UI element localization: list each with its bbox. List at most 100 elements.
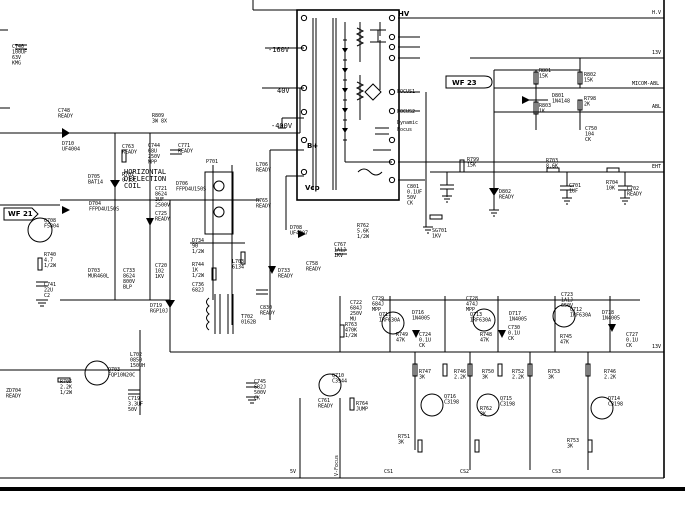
q703-symbol [84,360,110,386]
q715-symbol [476,393,500,417]
q711-symbol [381,311,405,335]
rail-hv: H.V [652,10,661,16]
net-cs2: CS2 [460,469,469,475]
symbols [3,44,632,453]
rail-13v-top: 13V [652,50,661,56]
q713-symbol [472,308,496,332]
label-p701: P701 [206,159,218,165]
ref-wf21: WF 21 [8,210,33,218]
fbt-pin-40v: 40V [277,87,290,95]
q716-symbol [420,393,444,417]
page-bottom-border [0,487,685,509]
p701-connector [204,171,234,235]
rail-abl: ABL [652,104,661,110]
fbt-pin-vcp: Vcp [305,184,320,192]
rail-13v-low: 13V [652,344,661,350]
q712-symbol [552,304,576,328]
fbt-pin-hv: HV [398,10,410,18]
rail-eht: EHT [652,164,661,170]
net-cs3: CS3 [552,469,561,475]
fbt-pin-bplus: B+ [307,142,318,150]
fbt-pin-focus2: FOCUS2 [397,109,415,115]
net-cs1: CS1 [384,469,393,475]
q714-symbol [590,396,614,420]
ref-wf23: WF 23 [452,79,477,87]
fbt-transformer: HV 40V -160V B+ Vcp FOCUS1 FOCUS2 Dynami… [268,9,418,201]
q710-symbol [318,373,342,397]
fbt-pin-dynamic: Dynamic [397,120,418,126]
